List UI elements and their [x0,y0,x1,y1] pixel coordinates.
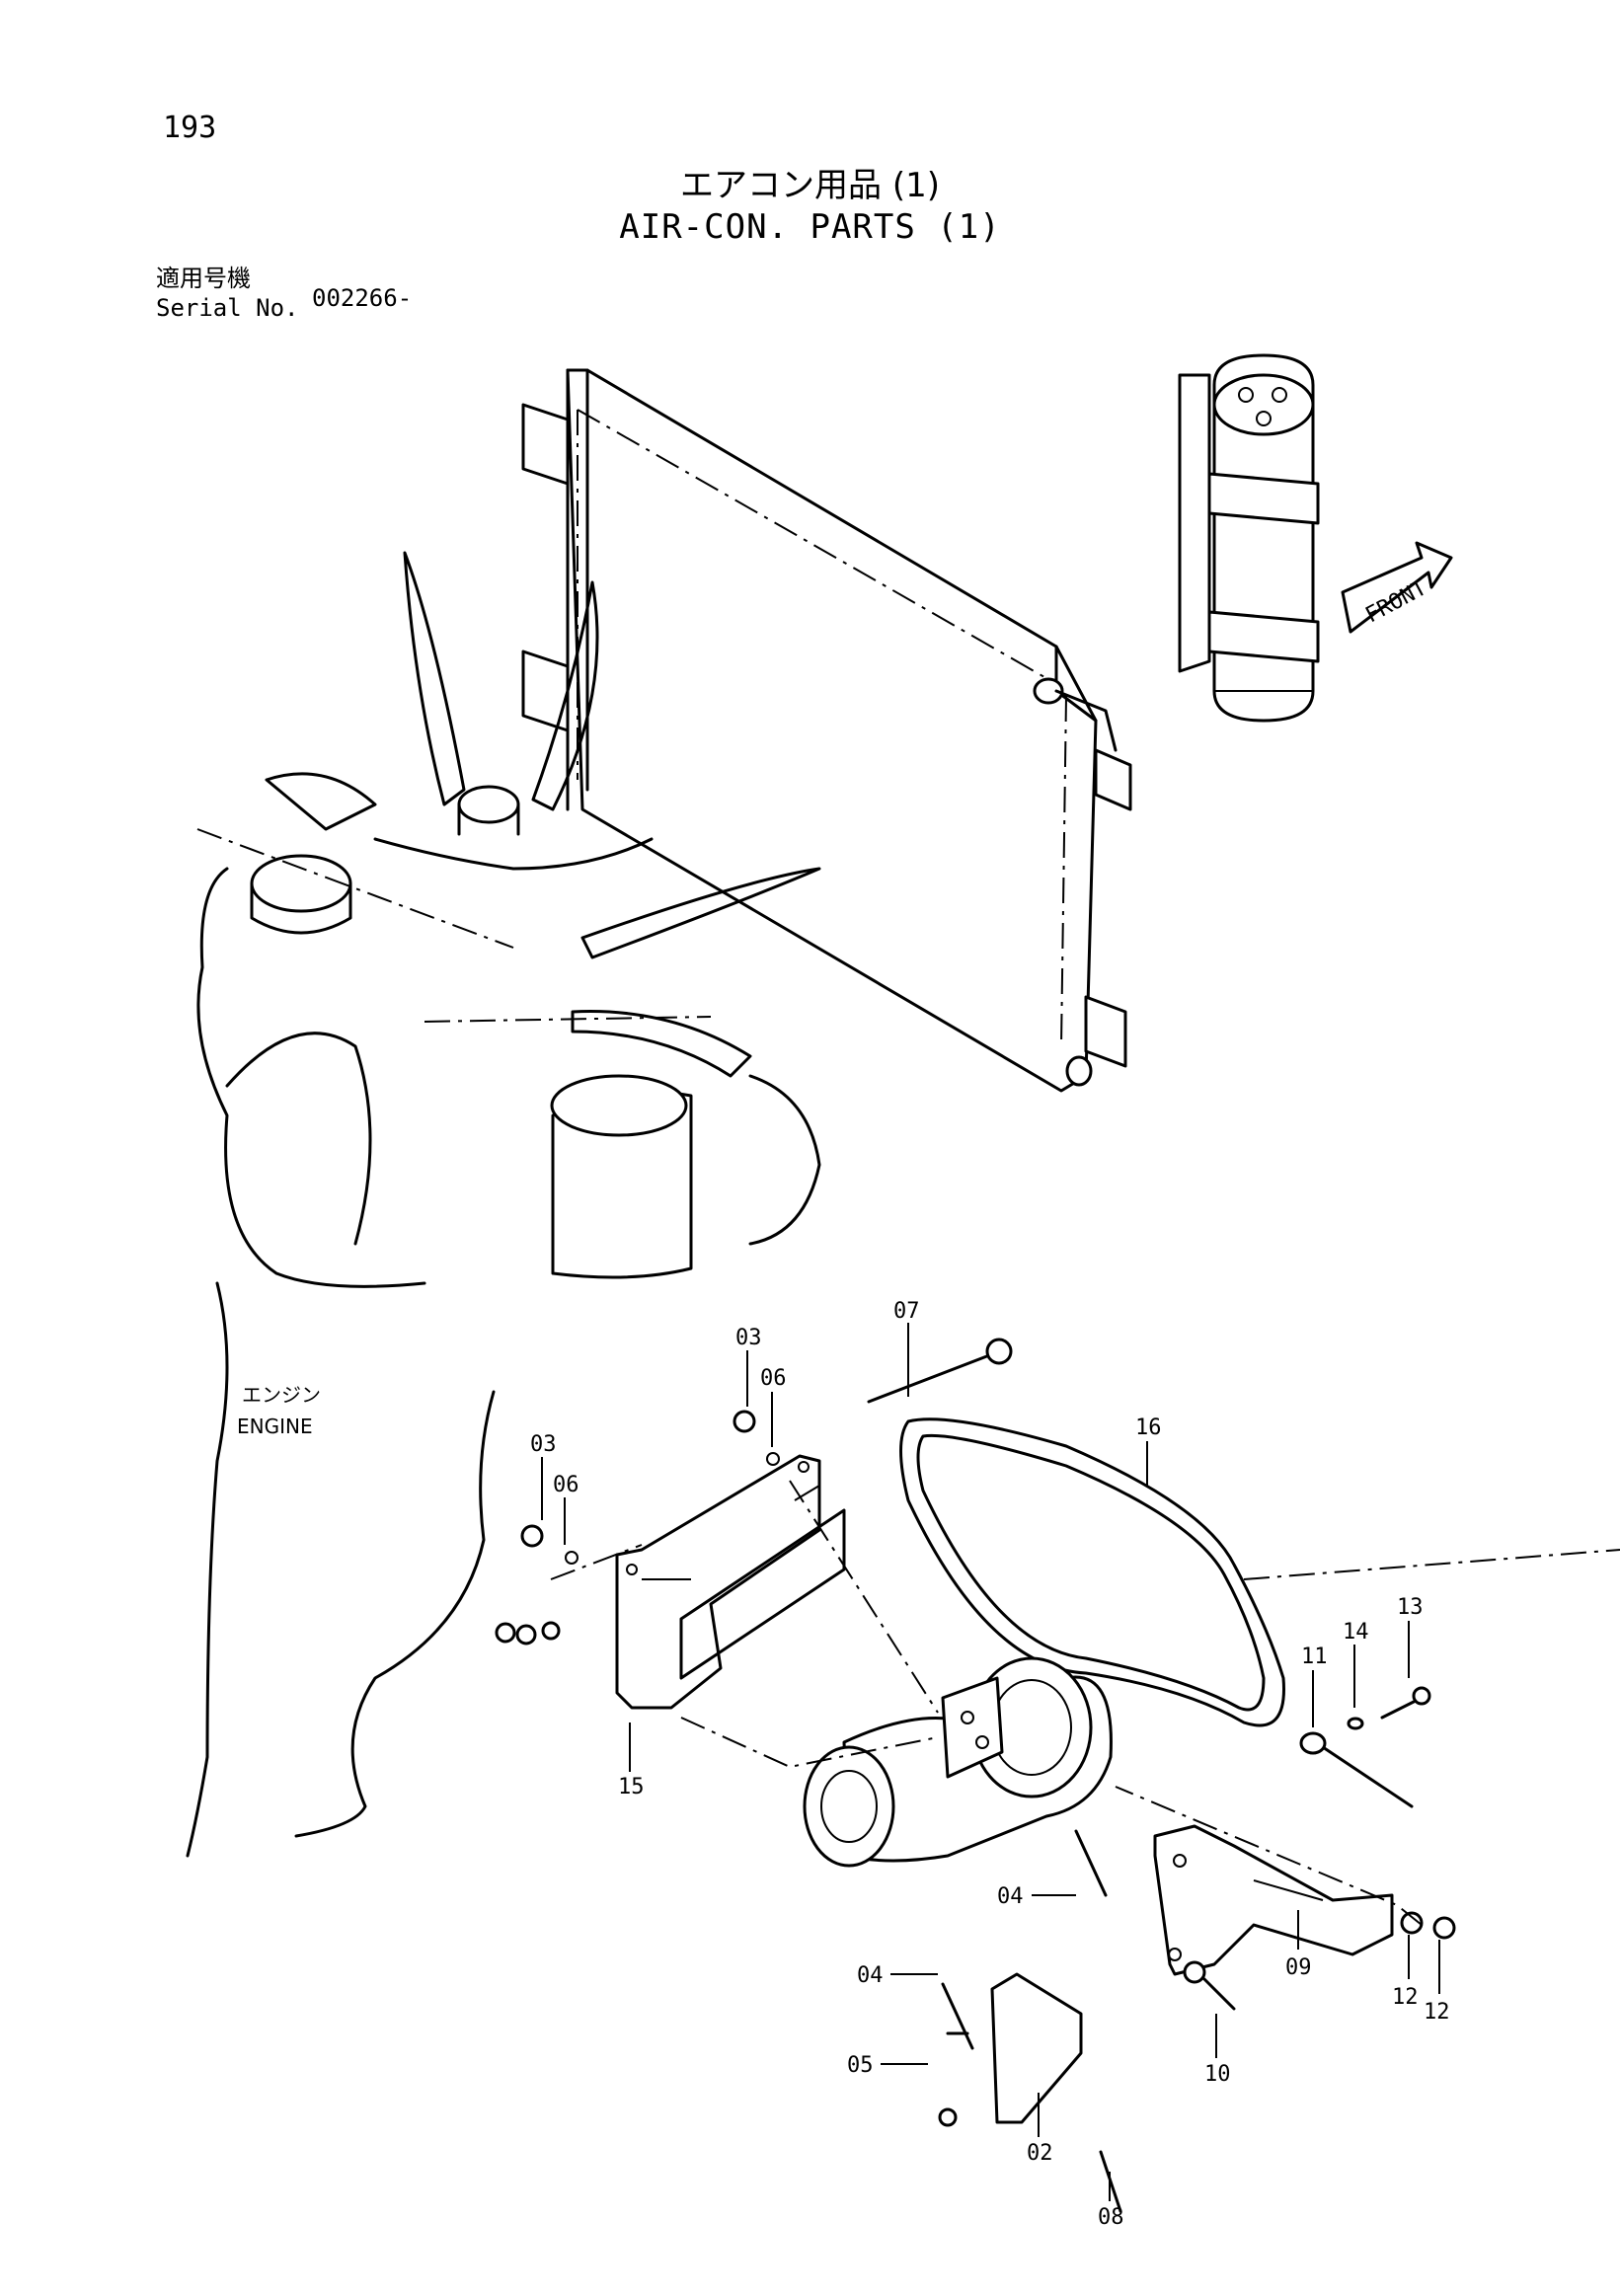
tension-bracket [1153,1824,1394,1976]
page-title-english: AIR-CON. PARTS (1) [619,207,1001,247]
compressor [803,1656,1113,1868]
callout-02: 02 [1027,2141,1053,2166]
callout-16: 16 [1135,1416,1162,1440]
receiver-drier [1178,353,1320,723]
callout-03-upper: 03 [735,1326,762,1350]
callouts: 07 03 06 16 03 06 13 14 11 15 04 09 04 1… [530,1299,1450,2230]
serial-number-value: 002266- [312,284,413,312]
lower-bracket [990,1972,1083,2124]
callout-04-right: 04 [997,1884,1024,1909]
callout-03-left: 03 [530,1432,557,1457]
callout-11: 11 [1301,1645,1328,1669]
hardware [495,1338,1456,2213]
callout-10: 10 [1204,2062,1231,2087]
callout-12-left: 12 [1392,1985,1419,2010]
callout-06-left: 06 [553,1473,579,1497]
callout-15: 15 [618,1775,645,1799]
serial-label-japanese: 適用号機 [156,265,251,292]
callout-08: 08 [1098,2205,1124,2230]
callout-07: 07 [893,1299,920,1324]
page-title-japanese: エアコン用品 (1) [680,166,940,205]
callout-04-left: 04 [857,1963,884,1988]
engine [186,551,821,1858]
engine-label-japanese: エンジン [242,1383,321,1407]
page-number: 193 [163,111,217,145]
condenser [521,368,1132,1093]
callout-14: 14 [1343,1620,1369,1645]
engine-label-english: ENGINE [237,1415,313,1438]
drive-belt [899,1417,1285,1727]
callout-06-upper: 06 [760,1366,787,1391]
callout-13: 13 [1397,1595,1424,1620]
callout-12-right: 12 [1424,2000,1450,2025]
serial-label-english: Serial No. [156,294,299,322]
alignment-lines [550,1480,1620,1926]
callout-09: 09 [1285,1955,1312,1980]
compressor-bracket [615,1454,846,1710]
front-direction-arrow: FRONT [1341,541,1453,634]
callout-05: 05 [847,2053,874,2078]
